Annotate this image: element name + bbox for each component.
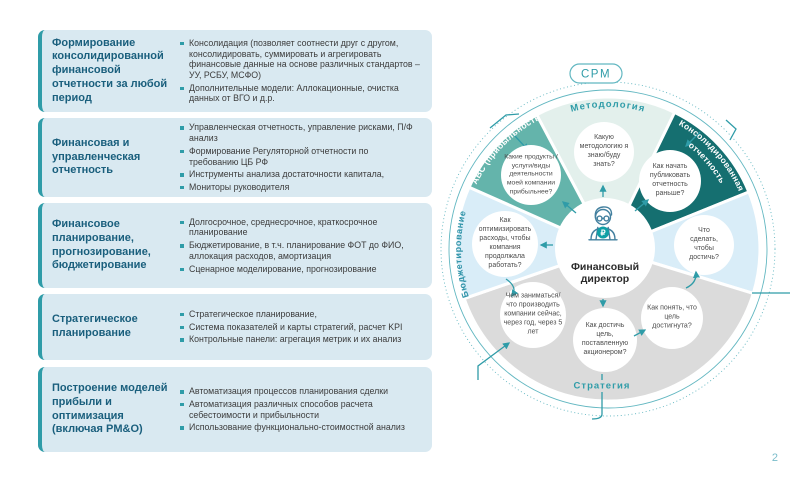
bullet-item: Использование функционально-стоимостной …	[178, 422, 420, 433]
ruble-symbol: ₽	[600, 229, 605, 238]
bubble-optimize	[472, 211, 538, 277]
bullet-item: Консолидация (позволяет соотнести друг с…	[178, 38, 420, 81]
bullet-item: Стратегическое планирование,	[178, 309, 420, 320]
consolidation-arrow	[685, 131, 701, 147]
panel-title: Стратегическое планирование	[52, 313, 138, 339]
bullet-item: Долгосрочное, среднесрочное, краткосрочн…	[178, 217, 420, 238]
bullet-item: Бюджетирование, в т.ч. планирование ФОТ …	[178, 240, 420, 261]
panel-bullet-list: Долгосрочное, среднесрочное, краткосрочн…	[178, 215, 420, 277]
consolidation-bracket-line	[725, 119, 737, 141]
bullet-item: Сценарное моделирование, прогнозирование	[178, 264, 420, 275]
abc-bracket-line	[489, 113, 520, 129]
panel-bullet-list: Консолидация (позволяет соотнести друг с…	[178, 36, 420, 106]
strategy-connector-line	[591, 374, 603, 420]
bullet-item: Мониторы руководителя	[178, 182, 420, 193]
question-goal-achieved: Как понять, что цель достигнута?	[647, 304, 697, 330]
question-optimize: Как оптимизировать расходы, чтобы компан…	[478, 217, 532, 269]
panel-bullet-list: Стратегическое планирование, Система пок…	[178, 307, 420, 347]
cpm-badge	[569, 63, 623, 84]
bubble-abc	[501, 145, 561, 205]
bullet-item: Дополнительные модели: Аллокационные, оч…	[178, 83, 420, 104]
arrow-achieve-to-understand	[633, 329, 647, 337]
question-what-produce: Чем заниматься/ что производить компании…	[503, 292, 563, 336]
bubble-consolidation	[639, 150, 701, 212]
arrow-to-abc	[561, 201, 577, 214]
bubble-what-produce	[500, 282, 566, 348]
panel-consolidated-reporting: Формирование консолидированной финансово…	[38, 30, 432, 112]
panel-bullet-list: Управленческая отчетность, управление ри…	[178, 120, 420, 194]
cpm-badge-label: CPM	[581, 69, 611, 81]
bullet-item: Система показателей и карты стратегий, р…	[178, 322, 420, 333]
center-circle	[555, 198, 655, 298]
bottom-left-arrow	[477, 342, 511, 380]
question-achieve-goal: Как достичь цель, поставленную акционеро…	[581, 322, 629, 356]
outer-dotted-ring	[440, 81, 776, 417]
bubble-methodology	[574, 122, 634, 182]
label-strategy: Стратегия	[573, 380, 631, 392]
bubble-achieve-goal	[573, 308, 637, 372]
panel-title: Финансовая и управленческая отчетность	[52, 136, 141, 177]
wheel-svg: Методология Консолидированная отчетность…	[430, 40, 790, 420]
panel-bullet-list: Автоматизация процессов планирования сде…	[178, 384, 420, 435]
bullet-item: Контрольные панели: агрегация метрик и и…	[178, 334, 420, 345]
arrow-to-consolidation	[634, 199, 650, 212]
bullet-item: Автоматизация различных способов расчета…	[178, 399, 420, 420]
question-methodology: Какую методологию я знаю/буду знать?	[579, 134, 629, 168]
ruble-badge	[597, 226, 609, 239]
outer-ring	[448, 89, 768, 409]
bubble-what-to-do	[674, 215, 734, 275]
panel-financial-management-reporting: Финансовая и управленческая отчетность У…	[38, 118, 432, 197]
label-methodology: Методология	[569, 99, 646, 115]
question-abc: Какие продукты /услуги/виды деятельности…	[504, 153, 558, 196]
page-number: 2	[771, 452, 778, 464]
center-label: Финансовый директор	[570, 260, 640, 285]
question-what-to-do: Что сделать, чтобы достичь?	[689, 227, 719, 261]
bullet-item: Автоматизация процессов планирования сде…	[178, 386, 420, 397]
panel-profit-models-optimization: Построение моделей прибыли и оптимизация…	[38, 367, 432, 452]
panel-title: Формирование консолидированной финансово…	[52, 36, 168, 104]
bullet-item: Инструменты анализа достаточности капита…	[178, 169, 420, 180]
panel-planning-budgeting: Финансовое планирование, прогнозирование…	[38, 203, 432, 288]
bullet-item: Управленческая отчетность, управление ри…	[178, 122, 420, 143]
bullet-item: Формирование Регуляторной отчетности по …	[178, 146, 420, 167]
panel-title: Финансовое планирование, прогнозирование…	[52, 218, 151, 272]
cfo-wheel-diagram: Методология Консолидированная отчетность…	[430, 40, 800, 470]
arrow-optimize-to-produce	[505, 278, 519, 298]
bubble-goal-achieved	[641, 287, 703, 349]
panel-strategic-planning: Стратегическое планирование Стратегическ…	[38, 294, 432, 360]
question-consolidation: Как начать публиковать отчетность раньше…	[649, 163, 691, 197]
panel-title: Построение моделей прибыли и оптимизация…	[52, 382, 168, 436]
arrow-understand-to-whattodo	[685, 270, 701, 289]
